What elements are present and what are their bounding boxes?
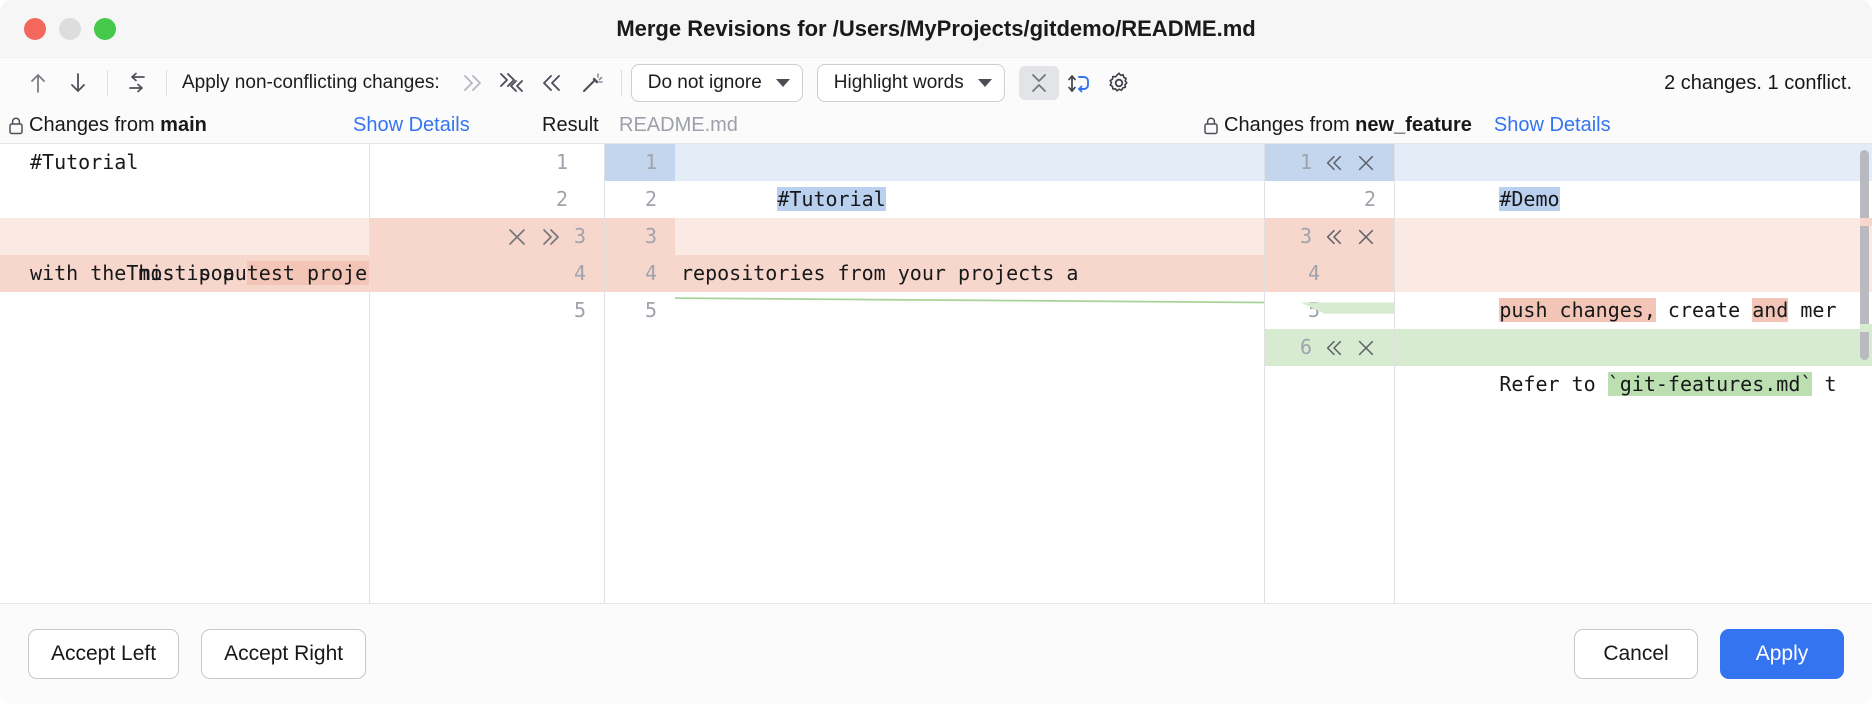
- apply-button[interactable]: Apply: [1720, 629, 1844, 679]
- result-editor-pane[interactable]: #Tutorial This is a tutorial where you w…: [675, 144, 1265, 603]
- right-gutter-row-5: 5: [1307, 298, 1320, 322]
- accept-right-button[interactable]: Accept Right: [201, 629, 367, 679]
- toolbar: Apply non-conflicting changes: Do not ig…: [0, 58, 1872, 108]
- change-status-text: 2 changes. 1 conflict.: [1664, 71, 1852, 94]
- left-show-details-link[interactable]: Show Details: [353, 114, 470, 136]
- left-pane-title: Changes from main: [29, 114, 207, 136]
- magic-wand-icon[interactable]: [572, 66, 612, 100]
- highlight-policy-value: Highlight words: [833, 72, 964, 93]
- zoom-button[interactable]: [94, 17, 116, 40]
- apply-nonconflicting-label: Apply non-conflicting changes:: [182, 72, 440, 93]
- apply-all-nonconflicting-both-button[interactable]: [492, 66, 532, 100]
- left-gutter-row-4: 4: [370, 255, 604, 292]
- right-line-4: push changes, create and mer: [1395, 255, 1872, 322]
- revert-icon[interactable]: [117, 66, 157, 100]
- result-label: Result: [542, 114, 599, 136]
- right-gutter-row-3: 3: [1265, 218, 1394, 255]
- result-gutter-row-1: 1: [605, 144, 675, 181]
- right-gutter-row-6: 6: [1265, 329, 1394, 366]
- toolbar-divider-3: [620, 70, 622, 96]
- ignore-policy-select[interactable]: Do not ignore: [630, 64, 803, 102]
- left-editor-pane[interactable]: #Tutorial This is a test project whe wit…: [0, 144, 370, 603]
- right-branch-name: new_feature: [1355, 114, 1472, 136]
- dialog-footer: Accept Left Accept Right Cancel Apply: [0, 604, 1872, 704]
- accept-left-icon[interactable]: [1324, 153, 1344, 173]
- toolbar-divider: [107, 70, 108, 96]
- title-bar: Merge Revisions for /Users/MyProjects/gi…: [0, 0, 1872, 58]
- result-pane-header: Result README.md: [542, 108, 1195, 143]
- reject-x-icon-1[interactable]: [1356, 153, 1376, 173]
- reject-x-icon[interactable]: [506, 226, 528, 248]
- result-file-name: README.md: [619, 114, 738, 136]
- result-line-1: #Tutorial: [675, 144, 1264, 211]
- left-gutter: 1 2 3 4 5: [370, 144, 605, 603]
- window-controls: [0, 17, 116, 40]
- result-gutter-row-5: 5: [644, 298, 657, 322]
- left-line-3: This is a test project whe: [0, 218, 369, 285]
- collapse-unchanged-fragments-button[interactable]: [1018, 66, 1059, 100]
- right-pane-title: Changes from new_feature: [1224, 114, 1472, 136]
- accept-left-icon-3[interactable]: [1324, 227, 1344, 247]
- left-gutter-row-5: 5: [573, 298, 586, 322]
- result-gutter-row-3: 3: [605, 218, 675, 255]
- right-marker-added: [1860, 324, 1872, 332]
- left-line-2: [0, 181, 369, 218]
- minimize-button[interactable]: [59, 17, 81, 40]
- apply-all-nonconflicting-right-button[interactable]: [452, 66, 492, 100]
- toolbar-divider-2: [166, 70, 167, 96]
- result-line-4: repositories from your projects a: [675, 255, 1264, 292]
- reject-x-icon-6[interactable]: [1356, 338, 1376, 358]
- right-line-2: [1395, 181, 1872, 218]
- reject-x-icon-3[interactable]: [1356, 227, 1376, 247]
- pane-headers: Changes from main Show Details Result RE…: [0, 108, 1872, 144]
- left-gutter-row-3: 3: [370, 218, 604, 255]
- window-title: Merge Revisions for /Users/MyProjects/gi…: [616, 15, 1256, 41]
- chevron-down-icon-2: [977, 79, 992, 87]
- result-line-3: This is a tutorial where you wil: [675, 218, 1264, 285]
- result-gutter: 1 2 3 4 5: [605, 144, 675, 603]
- left-line-5: [0, 292, 369, 329]
- close-button[interactable]: [24, 17, 46, 40]
- left-pane-header: Changes from main Show Details: [0, 108, 605, 143]
- right-gutter-row-1: 1: [1265, 144, 1394, 181]
- lock-icon: [8, 116, 24, 135]
- previous-difference-button[interactable]: [18, 66, 58, 100]
- right-marker-conflict: [1860, 218, 1872, 226]
- right-pane-header: Changes from new_feature Show Details: [1195, 108, 1872, 143]
- right-line-6: Refer to `git-features.md` t: [1395, 329, 1872, 396]
- result-gutter-row-2: 2: [644, 187, 657, 211]
- right-gutter-row-2: 2: [1363, 187, 1376, 211]
- highlight-policy-select[interactable]: Highlight words: [816, 64, 1005, 102]
- left-gutter-row-1: 1: [555, 150, 568, 174]
- right-gutter: 1 2 3 4 5 6: [1265, 144, 1395, 603]
- next-difference-button[interactable]: [58, 66, 98, 100]
- accept-left-button[interactable]: Accept Left: [28, 629, 180, 679]
- lock-icon-right: [1203, 116, 1219, 135]
- right-show-details-link[interactable]: Show Details: [1493, 114, 1611, 136]
- right-gutter-row-4: 4: [1265, 255, 1394, 292]
- accept-right-icon[interactable]: [540, 226, 562, 248]
- scrollbar-thumb[interactable]: [1860, 150, 1869, 360]
- right-editor-pane[interactable]: #Demo This is a demo project whe push ch…: [1395, 144, 1872, 603]
- cancel-button[interactable]: Cancel: [1574, 629, 1698, 679]
- sync-scroll-icon[interactable]: [1059, 66, 1099, 100]
- apply-all-nonconflicting-left-button[interactable]: [532, 66, 572, 100]
- diff-area: #Tutorial This is a test project whe wit…: [0, 144, 1872, 604]
- left-branch-name: main: [160, 114, 207, 136]
- right-line-5: [1395, 292, 1872, 329]
- left-line-1: #Tutorial: [30, 150, 139, 174]
- accept-left-icon-6[interactable]: [1324, 338, 1344, 358]
- chevron-down-icon: [775, 79, 790, 87]
- right-line-1: #Demo: [1395, 144, 1872, 211]
- result-line-5: [675, 292, 1264, 329]
- gear-icon[interactable]: [1099, 66, 1139, 100]
- left-gutter-row-2: 2: [555, 187, 568, 211]
- ignore-policy-value: Do not ignore: [647, 72, 762, 93]
- result-gutter-row-4: 4: [605, 255, 675, 292]
- right-pane-scrollbar[interactable]: [1858, 144, 1870, 603]
- right-line-3: This is a demo project whe: [1395, 218, 1872, 285]
- result-line-2: [675, 181, 1264, 218]
